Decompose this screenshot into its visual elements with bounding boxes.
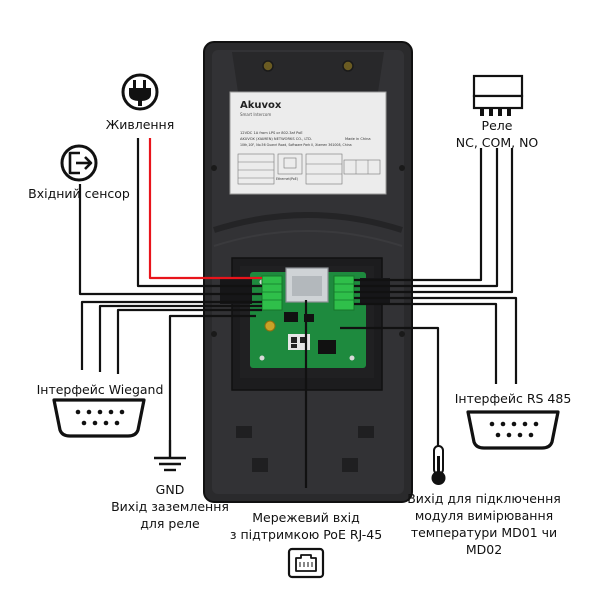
temp-output-label-4: MD02 [465, 542, 503, 557]
sticker-made-in: Made in China [345, 137, 371, 141]
exit-door-icon [60, 144, 98, 182]
sticker-power-spec: 12VDC 1A from LPS or 802.3af PoE [240, 131, 303, 135]
sensor-wire [78, 184, 262, 296]
brand-logo: Akuvox [240, 100, 282, 111]
wires-left [78, 138, 262, 440]
rj45-port-icon [287, 547, 325, 579]
wires-right [304, 148, 518, 488]
wiegand-wire-2 [98, 304, 262, 372]
rs485-label: Інтерфейс RS 485 [454, 391, 572, 406]
sticker-address: 10th,10F, No.56 Guanri Road, Software Pa… [240, 143, 352, 147]
input-sensor-label: Вхідний сенсор [28, 186, 130, 201]
relay-contacts-label: NC, COM, NO [455, 135, 539, 150]
power-wire-black [136, 138, 262, 288]
thermometer-icon [431, 445, 446, 485]
relay-wire-no [354, 148, 514, 294]
relay-ground-label-2: для реле [140, 516, 200, 531]
relay-wire-com [354, 148, 499, 288]
wiegand-label: Інтерфейс Wiegand [36, 382, 164, 397]
relay-ground-label-1: Вихід заземлення [111, 499, 229, 514]
network-label-2: з підтримкою PoE RJ-45 [229, 527, 383, 542]
wiegand-wire-1 [80, 300, 262, 370]
db9-connector-icon-wiegand [52, 398, 146, 438]
temp-output-label-3: температури MD01 чи [410, 525, 558, 540]
rs485-wire-a [354, 296, 518, 384]
ground-wire [168, 314, 256, 440]
network-label-1: Мережевий вхід [252, 510, 360, 525]
power-plug-icon [121, 73, 159, 111]
temp-output-label-1: Вихід для підключення [407, 491, 561, 506]
screw-hole [342, 60, 354, 72]
db9-connector-icon-rs485 [466, 410, 560, 450]
relay-label: Реле [481, 118, 513, 133]
right-terminal-block [333, 275, 355, 311]
power-label: Живлення [105, 117, 175, 132]
power-wire-red [148, 138, 262, 280]
rs485-wire-b [354, 302, 498, 384]
wiegand-wire-3 [116, 308, 262, 374]
device-label-sticker: Akuvox Smart Intercom 12VDC 1A from LPS … [229, 91, 387, 195]
sticker-port-label: Ethernet(PoE) [276, 177, 298, 181]
temperature-wire [340, 326, 440, 446]
left-terminal-block [261, 275, 283, 311]
relay-wire-nc [354, 148, 483, 282]
brand-tagline: Smart Intercom [240, 112, 271, 117]
sticker-company: AKUVOX (XIAMEN) NETWORKS CO., LTD. [240, 137, 312, 141]
screw-hole [262, 60, 274, 72]
gnd-label: GND [155, 482, 185, 497]
temp-output-label-2: модуля вимірювання [414, 508, 554, 523]
relay-icon [472, 74, 524, 116]
ground-icon [154, 440, 186, 472]
